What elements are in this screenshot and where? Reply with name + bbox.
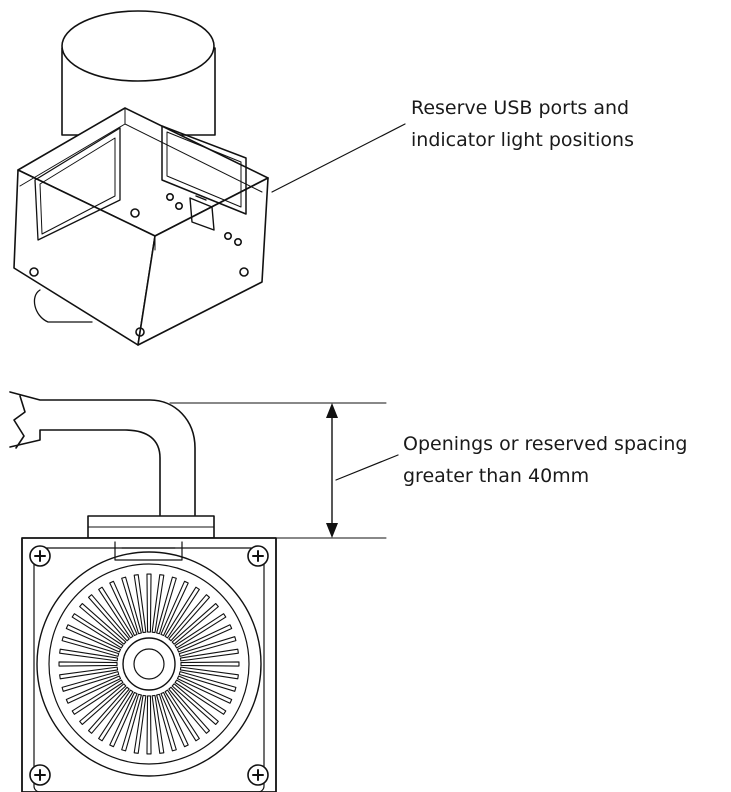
dimension-arrow-down [326,523,338,538]
fan-slot [109,580,138,637]
cylinder-top [61,10,215,82]
fan-slot [65,675,122,704]
cable-break-mark [13,395,26,449]
fan-ring [48,563,250,765]
fan-slot [180,661,240,667]
cube-right-face [137,177,269,346]
indicator-light-2 [175,202,184,211]
fan-slot [164,689,200,742]
fan-slot [171,683,219,726]
left-window [34,127,121,241]
screw-bottom-left [29,764,51,786]
fan-slot [61,671,120,692]
usb-callout-line-1: Reserve USB ports and [411,97,630,119]
fan-slot [146,695,152,755]
fan-slot [178,671,237,692]
fan-slot [79,602,127,645]
fan-slot [146,573,152,633]
fan-outer-ring [36,551,262,777]
fan-slot [156,693,177,752]
top-clip [114,541,183,561]
cube-bevel [19,107,263,251]
fan-slot [164,586,200,639]
screw-bottom-right [247,764,269,786]
fan-slot [179,648,239,662]
fan-slot [79,683,127,726]
fan-slot [168,594,211,642]
spacing-callout-label: Openings or reserved spacing greater tha… [403,428,688,492]
spacing-callout-line-2: greater than 40mm [403,465,590,487]
fan-slot [121,693,142,752]
indicator-light-3 [224,232,233,241]
fan-slot [171,602,219,645]
fan-hub-outer [122,637,176,691]
spacing-callout-line-1: Openings or reserved spacing [403,433,688,455]
fan-slot [176,624,233,653]
fan-slot [58,661,118,667]
fan-slot [109,691,138,748]
mount-hole-4 [130,208,140,218]
indicator-light-1 [166,193,175,202]
fan-slot [151,574,165,634]
fan-slot [121,576,142,635]
mount-hole-2 [135,327,145,337]
fan-slot [174,679,227,715]
usb-leader-line [271,123,406,193]
usb-port [189,195,215,231]
usb-callout-label: Reserve USB ports and indicator light po… [411,92,634,156]
side-stub [33,289,93,323]
fan-slot [178,636,237,657]
fan-slot [61,636,120,657]
fan-slot [179,666,239,680]
fan-slot [98,689,134,742]
fan-slot [133,694,147,754]
usb-window [161,125,247,215]
fan-slot [59,666,119,680]
screw-top-left [29,545,51,567]
fan-hub-inner [133,648,165,680]
fan-slot [133,574,147,634]
fan-slot [151,694,165,754]
cable [9,391,196,516]
mount-hole-1 [29,267,39,277]
fan-slot [174,613,227,649]
usb-callout-line-2: indicator light positions [411,129,634,151]
mount-hole-3 [239,267,249,277]
fan-slot [87,594,130,642]
fan-grille-slots [58,573,240,755]
fan-slot [160,691,189,748]
usb-window-inner [166,131,242,208]
dimension-arrow-up [326,403,338,418]
left-window-inner [39,137,116,235]
device-isometric-view [13,10,269,346]
fan-slot [65,624,122,653]
fan-slot [160,580,189,637]
fan-slot [87,686,130,734]
screw-top-right [247,545,269,567]
fan-slot [176,675,233,704]
fan-slot [156,576,177,635]
fan-slot [71,679,124,715]
indicator-light-4 [234,238,243,247]
fan-slot [98,586,134,639]
fan-slot [59,648,119,662]
fan-slot [71,613,124,649]
spacing-leader-line [335,454,399,481]
device-front-view [9,391,399,792]
fan-slot [168,686,211,734]
